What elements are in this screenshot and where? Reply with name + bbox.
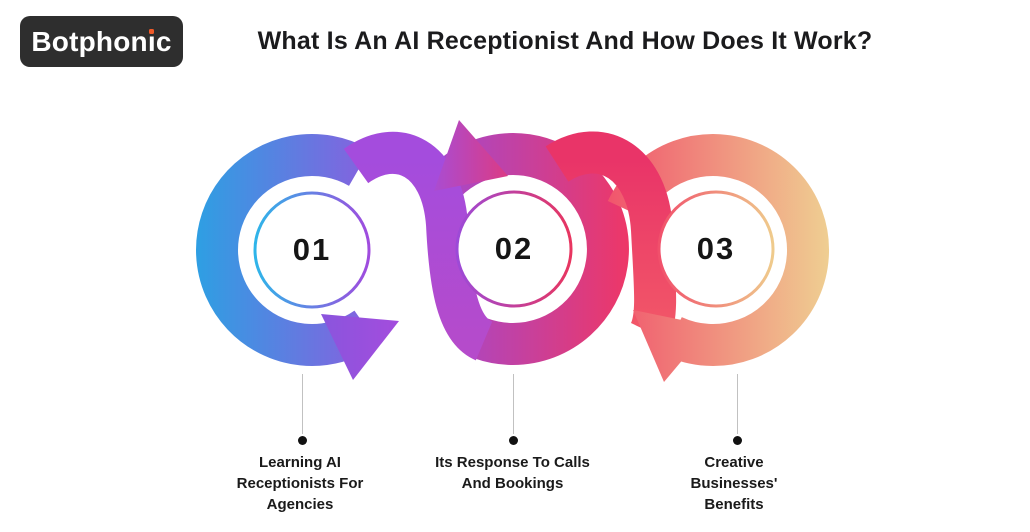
- connector-dot-3: [733, 436, 742, 445]
- step-circle-3: [657, 190, 775, 308]
- logo-text-post: c: [155, 25, 172, 57]
- step-label-1: Learning AI Receptionists For Agencies: [236, 454, 364, 513]
- arrowhead-3-icon: [633, 310, 711, 382]
- step-number-3: 03: [696, 231, 736, 266]
- arrowhead-2-icon: [434, 120, 508, 191]
- connector-dot-2: [509, 436, 518, 445]
- connector-line-3: [737, 374, 738, 434]
- logo-letter-i: ı: [147, 25, 156, 57]
- swirl-tail-1-2: [343, 131, 495, 361]
- page-title: What Is An AI Receptionist And How Does …: [257, 27, 873, 55]
- step-label-3: Creative Businesses' Benefits: [690, 454, 778, 513]
- step-circle-1: [253, 191, 371, 309]
- step-circle-2: [455, 190, 573, 308]
- step-label-2: Its Response To Calls And Bookings: [435, 454, 590, 492]
- step-number-1: 01: [292, 232, 332, 267]
- connector-dot-1: [298, 436, 307, 445]
- step-number-2: 02: [494, 231, 534, 266]
- connector-line-2: [513, 374, 514, 434]
- logo-orange-dot-icon: [149, 28, 155, 34]
- arrowhead-1-icon: [321, 314, 399, 380]
- connector-line-1: [302, 374, 303, 434]
- swirl-ring-3: [607, 134, 830, 366]
- swirl-ring-2: [430, 133, 629, 365]
- logo-text-pre: Botphon: [31, 25, 148, 57]
- swirl-ring-1: [196, 134, 379, 366]
- swirl-tail-2-3: [545, 131, 677, 341]
